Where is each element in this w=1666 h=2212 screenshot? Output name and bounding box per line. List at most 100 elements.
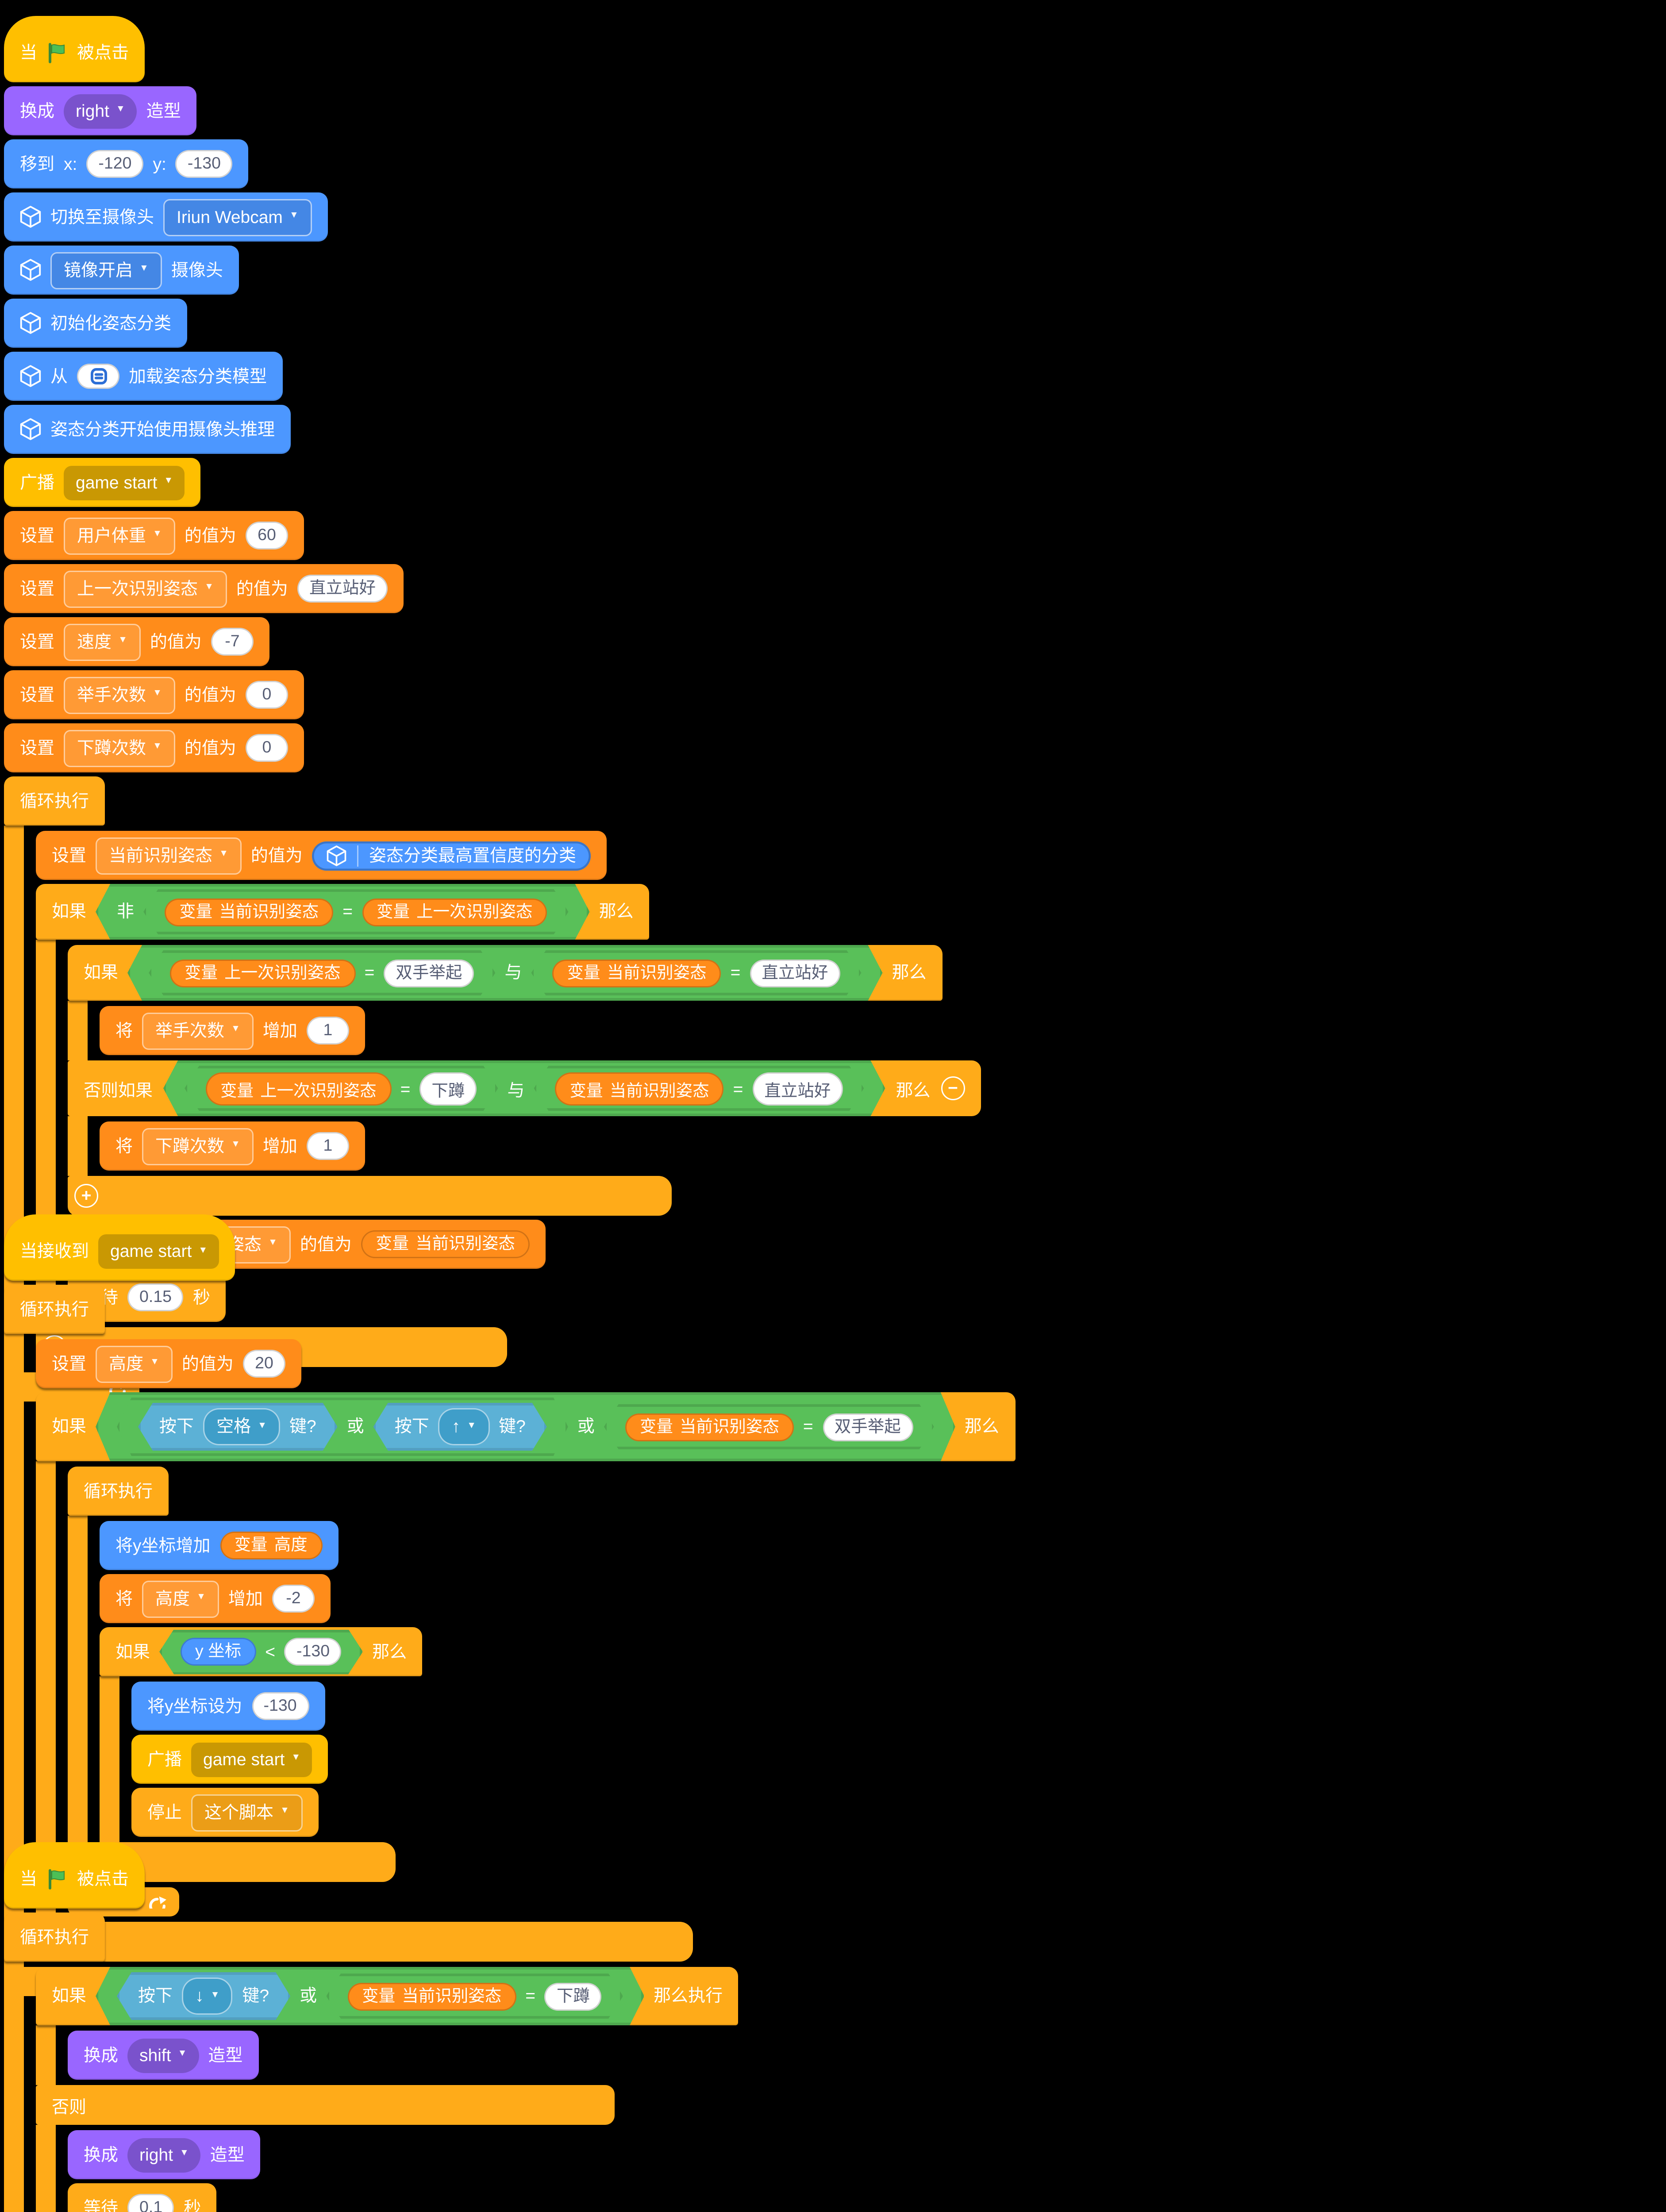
add-branch-icon[interactable] [74,1184,98,1208]
current-pose-variable[interactable]: 变量当前识别姿态 [165,898,333,926]
equals-operator[interactable]: 变量上一次识别姿态=双手举起 [149,950,495,995]
mirror-camera-block[interactable]: 镜像开启摄像头 [4,246,239,295]
set-height-block[interactable]: 设置高度的值为20 [36,1339,301,1388]
key-pressed-boolean[interactable]: 按下↑键? [373,1403,547,1451]
set-y-block[interactable]: 将y坐标设为-130 [131,1682,325,1731]
set-raise-count-block[interactable]: 设置举手次数的值为0 [4,670,304,719]
broadcast-dropdown[interactable]: game start [98,1234,220,1269]
set-current-pose-block[interactable]: 设置当前识别姿态的值为姿态分类最高置信度的分类 [36,831,607,880]
costume-dropdown[interactable]: right [127,2137,201,2172]
add-branch-bar[interactable] [68,1176,672,1216]
variable-dropdown[interactable]: 举手次数 [64,676,175,714]
current-pose-variable[interactable]: 变量当前识别姿态 [625,1413,794,1441]
key-pressed-boolean[interactable]: 按下空格键? [138,1403,338,1451]
last-pose-variable[interactable]: 变量上一次识别姿态 [206,1072,391,1105]
if-block[interactable]: 如果变量上一次识别姿态=双手举起与变量当前识别姿态=直立站好那么 [68,945,943,1001]
compare-input[interactable]: 直立站好 [752,1072,843,1105]
variable-dropdown[interactable]: 用户体重 [64,517,175,554]
pose-top-class-reporter[interactable]: 姿态分类最高置信度的分类 [312,841,591,870]
value-input[interactable]: 0 [245,734,288,762]
key-dropdown[interactable]: ↓ [182,1978,233,2015]
equals-operator[interactable]: 变量当前识别姿态=下蹲 [326,1974,623,2019]
y-input[interactable]: -130 [175,150,233,178]
add-branch-bar[interactable] [36,1922,693,1962]
current-pose-variable[interactable]: 变量当前识别姿态 [555,1072,724,1105]
variable-dropdown[interactable]: 当前识别姿态 [96,837,242,874]
set-last-pose-block[interactable]: 设置上一次识别姿态的值为直立站好 [4,564,404,613]
less-than-operator[interactable]: y 坐标<-130 [159,1629,363,1674]
key-dropdown[interactable]: 空格 [203,1408,280,1445]
or-operator[interactable]: 按下空格键?或按下↑键? [117,1398,568,1456]
current-pose-variable[interactable]: 变量当前识别姿态 [347,1982,516,2010]
when-flag-clicked-hat[interactable]: 当被点击 [4,1842,145,1909]
equals-operator[interactable]: 变量当前识别姿态=变量上一次识别姿态 [143,889,568,934]
stop-block[interactable]: 停止这个脚本 [131,1788,319,1837]
forever-block[interactable]: 循环执行 [68,1467,169,1516]
value-input[interactable]: 直立站好 [297,575,388,603]
value-input[interactable]: -2 [272,1585,315,1613]
else-branch[interactable]: 否则 [36,2085,615,2125]
camera-dropdown[interactable]: Iriun Webcam [163,198,312,236]
last-pose-variable[interactable]: 变量上一次识别姿态 [362,898,547,926]
switch-costume-block[interactable]: 换成right造型 [68,2130,261,2179]
set-squat-count-block[interactable]: 设置下蹲次数的值为0 [4,723,304,772]
stop-dropdown[interactable]: 这个脚本 [191,1793,303,1831]
load-model-block[interactable]: 从加载姿态分类模型 [4,352,283,401]
value-input[interactable]: 1 [306,1132,349,1160]
mirror-dropdown[interactable]: 镜像开启 [50,251,162,289]
if-block[interactable]: 如果非变量当前识别姿态=变量上一次识别姿态那么 [36,884,650,940]
forever-block[interactable]: 循环执行 [4,1285,105,1334]
compare-input[interactable]: -130 [285,1638,342,1666]
model-file-chip[interactable] [77,364,120,389]
compare-input[interactable]: 双手举起 [823,1413,913,1441]
last-pose-variable[interactable]: 变量上一次识别姿态 [170,959,355,987]
height-variable[interactable]: 变量高度 [219,1532,322,1559]
when-flag-clicked-hat[interactable]: 当被点击 [4,16,145,82]
equals-operator[interactable]: 变量上一次识别姿态=下蹲 [185,1066,498,1111]
and-operator[interactable]: 变量上一次识别姿态=双手举起与变量当前识别姿态=直立站好 [127,945,882,1001]
and-operator[interactable]: 变量上一次识别姿态=下蹲与变量当前识别姿态=直立站好 [163,1060,885,1116]
compare-input[interactable]: 下蹲 [545,1982,602,2010]
variable-dropdown[interactable]: 速度 [64,623,141,661]
set-weight-block[interactable]: 设置用户体重的值为60 [4,511,304,560]
start-inference-block[interactable]: 姿态分类开始使用摄像头推理 [4,405,291,454]
change-raise-count-block[interactable]: 将举手次数增加1 [100,1006,365,1055]
change-height-block[interactable]: 将高度增加-2 [100,1574,331,1623]
variable-dropdown[interactable]: 高度 [142,1580,219,1617]
value-input[interactable]: 60 [245,522,288,549]
key-dropdown[interactable]: ↑ [439,1408,489,1445]
variable-dropdown[interactable]: 上一次识别姿态 [64,570,227,607]
remove-branch-icon[interactable] [941,1076,965,1100]
value-input[interactable]: 20 [242,1350,285,1378]
not-operator[interactable]: 非变量当前识别姿态=变量上一次识别姿态 [96,884,590,940]
y-position-reporter[interactable]: y 坐标 [181,1638,256,1666]
compare-input[interactable]: 双手举起 [384,959,474,987]
current-pose-variable[interactable]: 变量当前识别姿态 [553,959,721,987]
equals-operator[interactable]: 变量当前识别姿态=直立站好 [534,1066,864,1111]
value-input[interactable]: -7 [211,628,254,656]
key-pressed-boolean[interactable]: 按下↓键? [117,1972,290,2020]
init-pose-block[interactable]: 初始化姿态分类 [4,299,188,348]
current-pose-variable[interactable]: 变量当前识别姿态 [361,1230,530,1258]
value-input[interactable]: 0 [245,681,288,709]
switch-costume-block[interactable]: 换成right造型 [4,86,197,135]
forever-block[interactable]: 循环执行 [4,776,105,826]
elseif-branch[interactable]: 否则如果变量上一次识别姿态=下蹲与变量当前识别姿态=直立站好那么 [68,1060,981,1116]
y-input[interactable]: -130 [251,1692,309,1720]
change-y-block[interactable]: 将y坐标增加变量高度 [100,1521,338,1570]
costume-dropdown[interactable]: right [64,93,137,128]
variable-dropdown[interactable]: 举手次数 [142,1012,254,1049]
x-input[interactable]: -120 [86,150,144,178]
costume-dropdown[interactable]: shift [127,2038,199,2073]
change-squat-count-block[interactable]: 将下蹲次数增加1 [100,1121,365,1171]
forever-block[interactable]: 循环执行 [4,1912,105,1962]
